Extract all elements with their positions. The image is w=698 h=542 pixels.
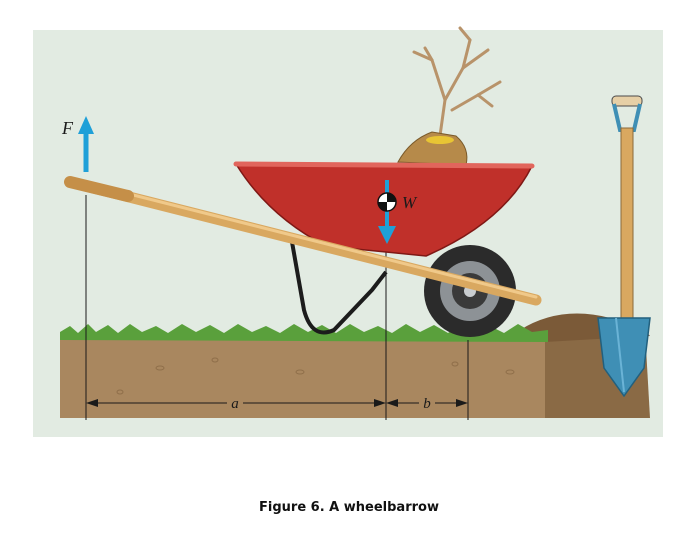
grass-strip: [60, 324, 548, 342]
up-arrow-icon: [78, 116, 94, 134]
down-arrow-icon: [378, 226, 396, 244]
tray-rim: [233, 161, 535, 169]
center-of-gravity-icon: [377, 192, 397, 212]
dimension-b-label: b: [423, 396, 431, 412]
wheelbarrow-handle: [68, 177, 542, 306]
dimension-a-right-arrow: [374, 399, 386, 407]
soil-pebbles: [116, 357, 515, 395]
bag-tie: [426, 136, 454, 144]
weight-label: W: [402, 193, 418, 212]
wheelbarrow-leg: [290, 241, 388, 335]
shovel: [597, 95, 651, 398]
force-label: F: [61, 118, 74, 138]
dimension-a-left-arrow: [86, 399, 98, 407]
ground-soil: [60, 338, 550, 418]
dimension-a-label: a: [231, 396, 239, 412]
dimension-b-right-arrow: [456, 399, 468, 407]
figure-caption: Figure 6. A wheelbarrow: [259, 500, 439, 515]
dimension-b-left-arrow: [386, 399, 398, 407]
